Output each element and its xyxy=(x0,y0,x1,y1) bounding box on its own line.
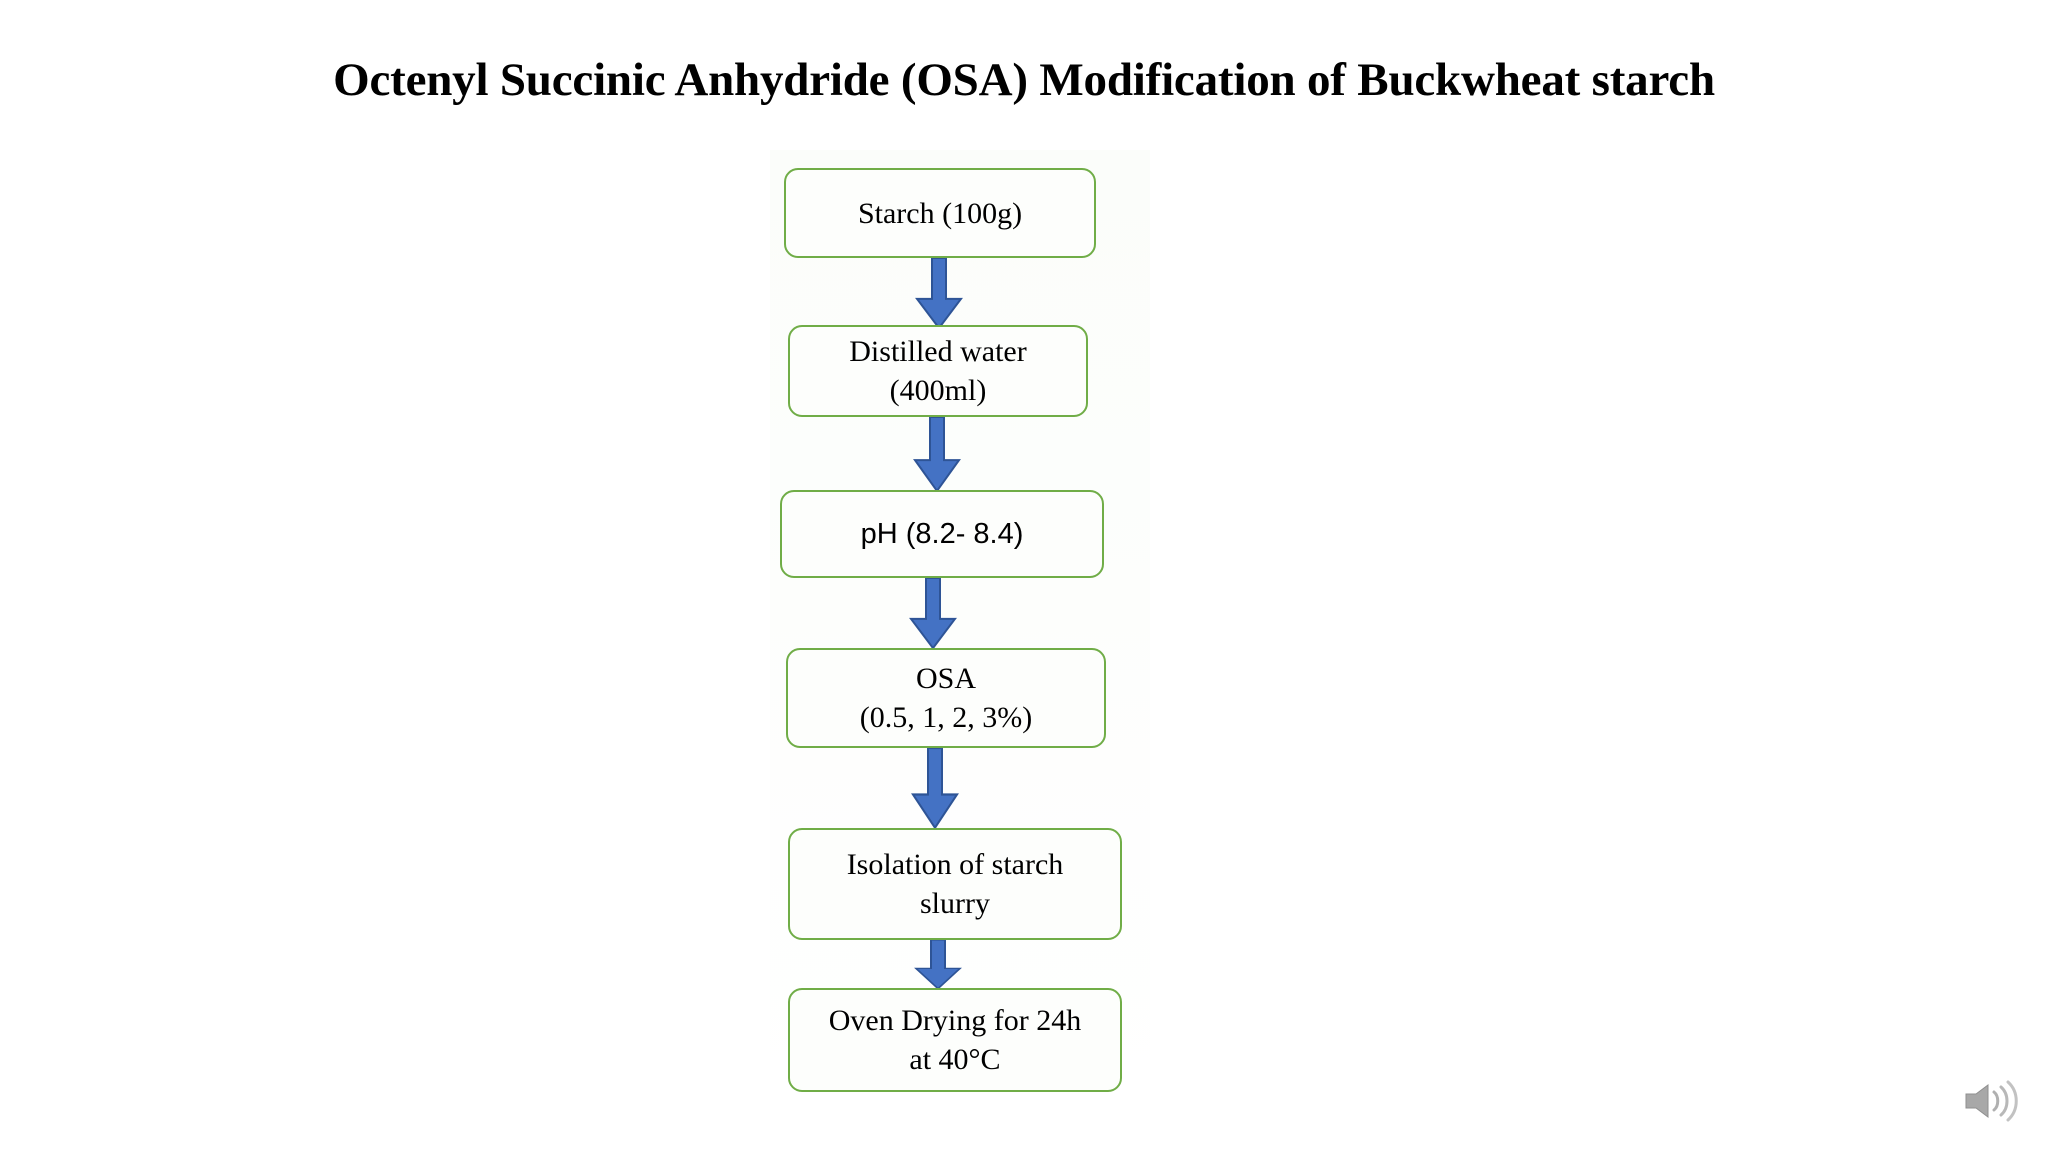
flow-node-starch[interactable]: Starch (100g) xyxy=(784,168,1096,258)
flow-arrow-down-3 xyxy=(907,578,959,650)
flow-arrow-down-4 xyxy=(909,748,961,830)
flow-arrow-down-5 xyxy=(912,940,964,990)
speaker-icon[interactable] xyxy=(1962,1075,2020,1127)
flow-node-label: Starch (100g) xyxy=(857,196,1023,230)
flow-node-distilled-water[interactable]: Distilled water (400ml) xyxy=(788,325,1088,417)
flow-node-isolation[interactable]: Isolation of starch slurry xyxy=(788,828,1122,940)
flow-arrow-down-1 xyxy=(913,258,965,330)
flow-arrow-down-2 xyxy=(911,417,963,493)
flow-node-label: Isolation of starch slurry xyxy=(846,848,1064,920)
flow-node-osa[interactable]: OSA (0.5, 1, 2, 3%) xyxy=(786,648,1106,748)
page-title: Octenyl Succinic Anhydride (OSA) Modific… xyxy=(333,54,1715,106)
flow-node-ph[interactable]: pH (8.2- 8.4) xyxy=(780,490,1104,578)
flow-node-label: pH (8.2- 8.4) xyxy=(860,517,1024,550)
flow-node-label: Oven Drying for 24h at 40°C xyxy=(828,1004,1082,1076)
flow-node-label: Distilled water (400ml) xyxy=(849,335,1027,407)
flow-node-oven-drying[interactable]: Oven Drying for 24h at 40°C xyxy=(788,988,1122,1092)
flow-node-label: OSA (0.5, 1, 2, 3%) xyxy=(859,662,1033,734)
